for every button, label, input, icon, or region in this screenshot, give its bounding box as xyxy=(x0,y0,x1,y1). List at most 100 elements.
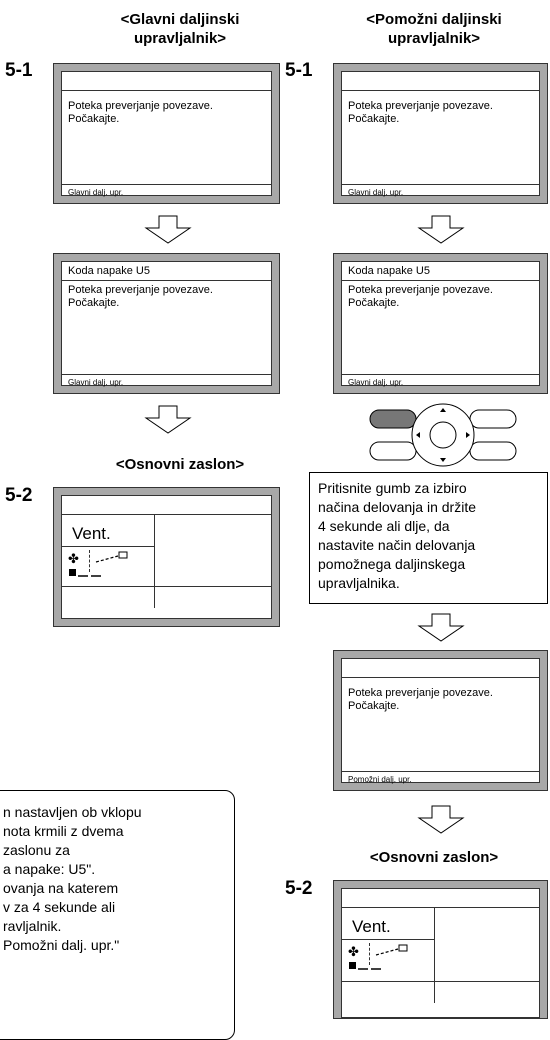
lcd-divider xyxy=(342,907,539,908)
lcd-divider xyxy=(342,90,539,91)
right-lcd-screen-2: Koda napake U5 Poteka preverjanje poveza… xyxy=(333,253,548,394)
right-arrow-icon xyxy=(466,432,470,438)
fan-icon: ✤ xyxy=(348,944,359,959)
lcd-display: Vent. ✤ xyxy=(61,495,272,619)
left-header-line2: upravljalnik> xyxy=(133,30,227,47)
lcd-display: Poteka preverjanje povezave. Počakajte. … xyxy=(61,71,272,197)
remote-buttons-illustration xyxy=(369,403,517,467)
down-arrow-icon xyxy=(440,458,446,462)
down-arrow-icon xyxy=(417,215,465,244)
center-button xyxy=(429,421,457,449)
lcd-message: Poteka preverjanje povezave. Počakajte. xyxy=(68,284,213,310)
lcd-message: Poteka preverjanje povezave. Počakajte. xyxy=(348,284,493,310)
note-line: nota krmili z dvema xyxy=(3,823,124,839)
lcd-vertical-divider xyxy=(154,514,155,608)
lcd-title: Koda napake U5 xyxy=(68,265,150,277)
lcd-title: Koda napake U5 xyxy=(348,265,430,277)
lcd-message-line2: Počakajte. xyxy=(348,113,400,125)
lcd-divider xyxy=(62,586,271,587)
lcd-display: Koda napake U5 Poteka preverjanje poveza… xyxy=(341,261,540,387)
note-text: n nastavljen ob vklopu nota krmili z dve… xyxy=(3,803,142,955)
lcd-divider xyxy=(342,981,539,982)
left-basic-screen-header: <Osnovni zaslon> xyxy=(115,456,245,473)
lcd-footer: Glavni dalj. upr. xyxy=(68,378,124,387)
lcd-divider xyxy=(342,939,434,940)
left-lcd-screen-2: Koda napake U5 Poteka preverjanje poveza… xyxy=(53,253,280,394)
lcd-divider xyxy=(342,374,539,375)
lcd-divider xyxy=(62,184,271,185)
down-arrow-icon xyxy=(417,805,465,834)
note-line: zaslonu za xyxy=(3,842,70,858)
lcd-divider xyxy=(342,280,539,281)
right-column-header: <Pomožni daljinski upravljalnik> xyxy=(318,10,550,48)
lcd-divider xyxy=(342,771,539,772)
lcd-footer: Glavni dalj. upr. xyxy=(348,188,404,197)
left-lcd-screen-1: Poteka preverjanje povezave. Počakajte. … xyxy=(53,63,280,204)
lcd-footer: Glavni dalj. upr. xyxy=(348,378,404,387)
left-basic-lcd-screen: Vent. ✤ xyxy=(53,487,280,627)
right-header-line1: <Pomožni daljinski xyxy=(366,11,502,28)
right-basic-screen-header: <Osnovni zaslon> xyxy=(369,849,499,866)
right-lcd-screen-3: Poteka preverjanje povezave. Počakajte. … xyxy=(333,650,548,791)
lcd-display: Poteka preverjanje povezave. Počakajte. … xyxy=(341,658,540,784)
lcd-message-line1: Poteka preverjanje povezave. xyxy=(68,284,213,296)
airflow-direction-icon xyxy=(375,944,408,956)
lcd-display: Koda napake U5 Poteka preverjanje poveza… xyxy=(61,261,272,387)
lcd-dash-divider xyxy=(369,943,370,965)
lcd-message-line1: Poteka preverjanje povezave. xyxy=(348,100,493,112)
left-arrow-icon xyxy=(416,432,420,438)
fan-speed-icon xyxy=(349,962,381,970)
left-step-5-2: 5-2 xyxy=(5,485,33,506)
instruction-callout: Pritisnite gumb za izbiro načina delovan… xyxy=(309,472,548,604)
lcd-message-line2: Počakajte. xyxy=(68,297,120,309)
up-arrow-icon xyxy=(440,408,446,412)
note-line: n nastavljen ob vklopu xyxy=(3,804,142,820)
right-step-5-1: 5-1 xyxy=(285,60,313,81)
lcd-message-line1: Poteka preverjanje povezave. xyxy=(348,284,493,296)
remote-button xyxy=(369,441,417,461)
lcd-divider xyxy=(342,677,539,678)
mode-label: Vent. xyxy=(72,524,111,543)
lcd-dash-divider xyxy=(89,550,90,572)
left-column-header: <Glavni daljinski upravljalnik> xyxy=(60,10,300,48)
fan-speed-icon xyxy=(69,569,101,577)
lcd-message: Poteka preverjanje povezave. Počakajte. xyxy=(348,100,493,126)
right-basic-lcd-screen: Vent. ✤ xyxy=(333,880,548,1019)
lcd-divider xyxy=(62,280,271,281)
right-header-line2: upravljalnik> xyxy=(387,30,481,47)
note-box: n nastavljen ob vklopu nota krmili z dve… xyxy=(0,790,235,1040)
lcd-vertical-divider xyxy=(434,907,435,1003)
note-line: ovanja na katerem xyxy=(3,880,119,896)
lcd-divider xyxy=(342,184,539,185)
note-line: Pomožni dalj. upr." xyxy=(3,937,120,953)
lcd-message: Poteka preverjanje povezave. Počakajte. xyxy=(68,100,213,126)
lcd-message-line2: Počakajte. xyxy=(68,113,120,125)
remote-button xyxy=(469,441,517,461)
fan-icon: ✤ xyxy=(68,551,79,566)
note-line: v za 4 sekunde ali xyxy=(3,899,116,915)
airflow-direction-icon xyxy=(95,551,128,563)
lcd-message-line2: Počakajte. xyxy=(348,297,400,309)
note-line: a napake: U5". xyxy=(3,861,96,877)
right-lcd-screen-1: Poteka preverjanje povezave. Počakajte. … xyxy=(333,63,548,204)
right-step-5-2: 5-2 xyxy=(285,878,313,899)
left-header-line1: <Glavni daljinski xyxy=(120,11,240,28)
lcd-display: Vent. ✤ xyxy=(341,888,540,1018)
instruction-line: 4 sekunde ali dlje, da xyxy=(318,518,450,534)
down-arrow-icon xyxy=(417,613,465,642)
instruction-line: nastavite način delovanja xyxy=(318,537,476,553)
note-line: ravljalnik. xyxy=(3,918,62,934)
lcd-divider xyxy=(62,90,271,91)
instruction-line: načina delovanja in držite xyxy=(318,499,476,515)
lcd-message: Poteka preverjanje povezave. Počakajte. xyxy=(348,687,493,713)
instruction-line: Pritisnite gumb za izbiro xyxy=(318,480,467,496)
lcd-footer: Pomožni dalj. upr. xyxy=(348,775,412,784)
lcd-message-line1: Poteka preverjanje povezave. xyxy=(348,687,493,699)
lcd-divider xyxy=(62,514,271,515)
lcd-message-line2: Počakajte. xyxy=(348,700,400,712)
left-step-5-1: 5-1 xyxy=(5,60,33,81)
remote-button xyxy=(469,409,517,429)
lcd-divider xyxy=(62,546,154,547)
lcd-divider xyxy=(62,374,271,375)
down-arrow-icon xyxy=(144,215,192,244)
